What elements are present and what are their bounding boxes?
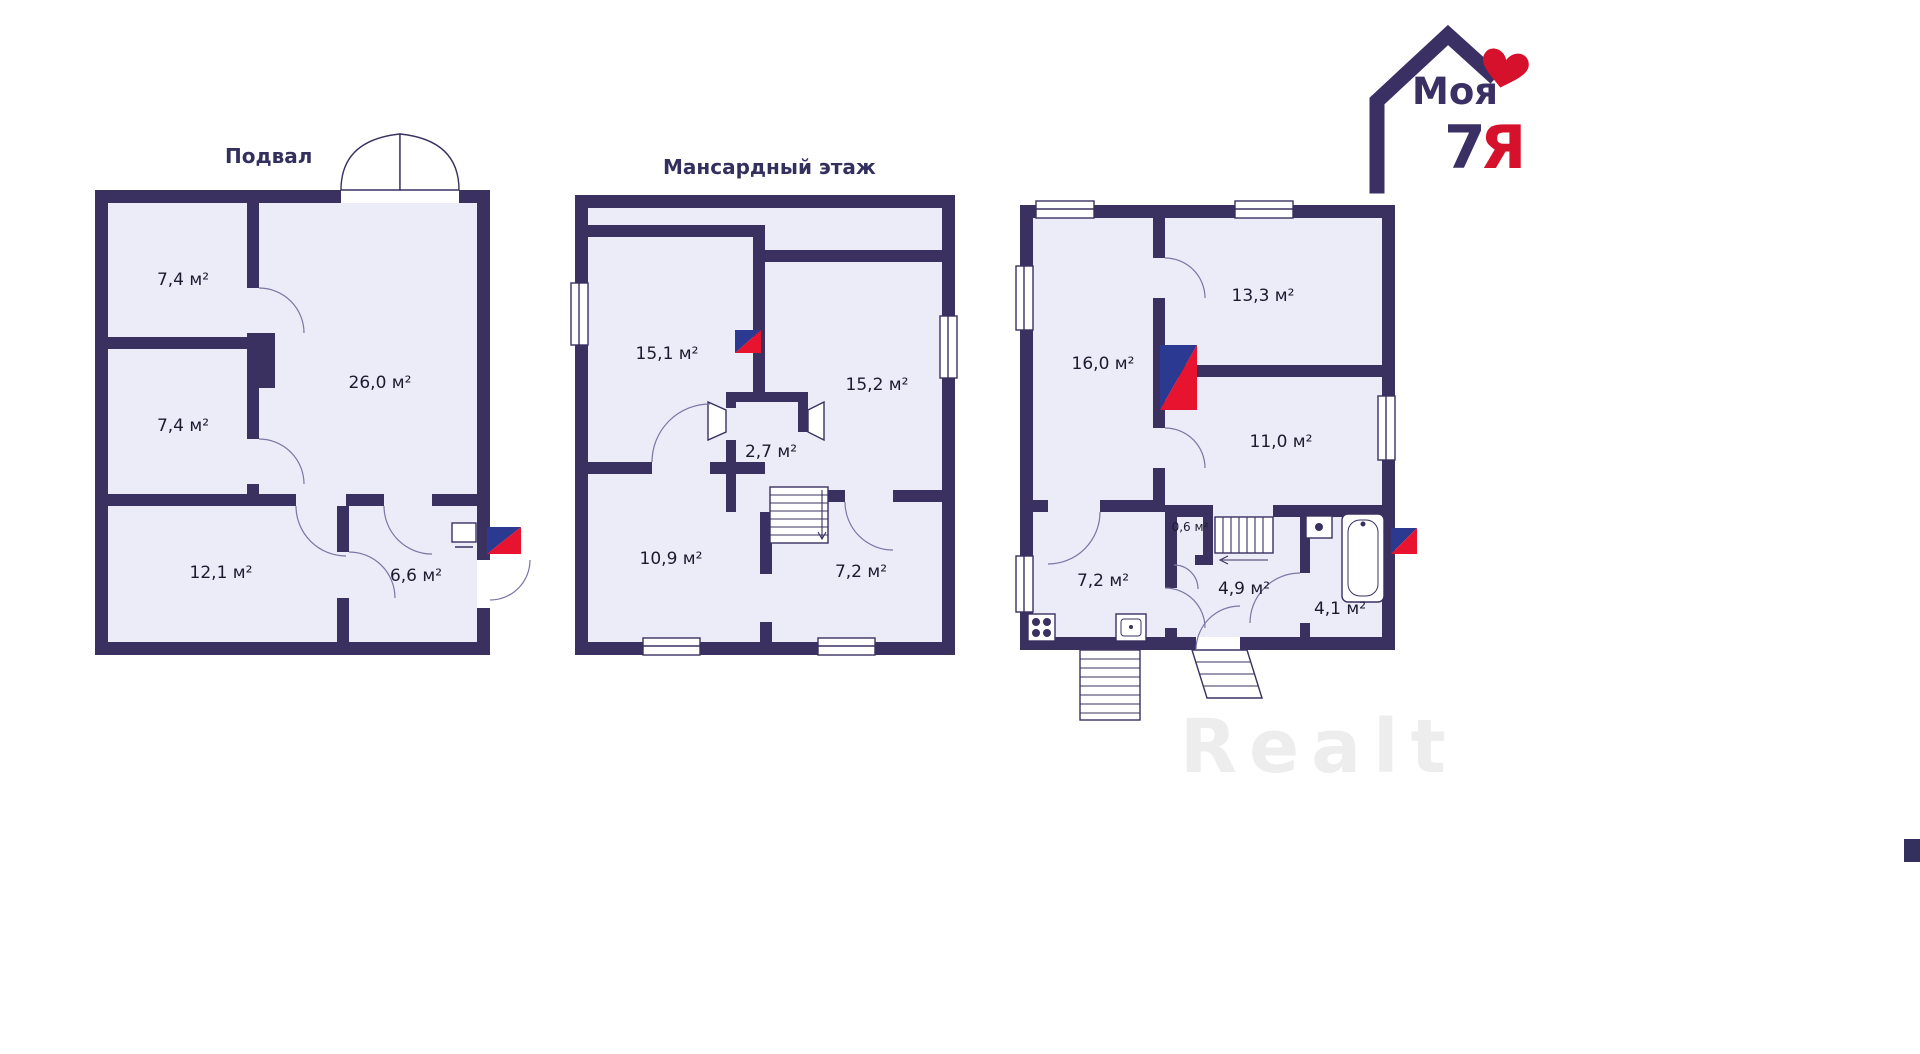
room-area-label: 11,0 м² bbox=[1250, 432, 1313, 452]
room-area-label: 26,0 м² bbox=[349, 373, 412, 393]
room-area-label: 4,9 м² bbox=[1218, 579, 1270, 599]
logo: Моя 7 Я bbox=[1369, 24, 1529, 194]
watermark: Realt bbox=[1180, 704, 1458, 790]
folding-door-leaves bbox=[707, 400, 825, 442]
room-area-label: 10,9 м² bbox=[640, 549, 703, 569]
room-area-label: 4,1 м² bbox=[1314, 599, 1366, 619]
plan-first-floor: 16,0 м² 13,3 м² 11,0 м² 0,6 м² 7,2 м² 4,… bbox=[1015, 200, 1417, 721]
window bbox=[1015, 265, 1034, 331]
basement-walls bbox=[95, 190, 490, 655]
window bbox=[1035, 200, 1095, 219]
room-area-label: 7,2 м² bbox=[835, 562, 887, 582]
location-marker-icon bbox=[1160, 345, 1197, 410]
exterior-stairs bbox=[1079, 649, 1141, 721]
logo-digit: 7 bbox=[1444, 113, 1486, 183]
window bbox=[642, 637, 701, 656]
window bbox=[1377, 395, 1396, 461]
location-marker-icon bbox=[735, 330, 761, 353]
entrance-steps bbox=[1191, 649, 1263, 699]
window bbox=[817, 637, 876, 656]
plan-basement: Подвал bbox=[95, 133, 531, 655]
window bbox=[939, 315, 958, 379]
entrance-double-door bbox=[340, 133, 460, 191]
stairs-icon bbox=[769, 486, 829, 544]
attic-walls bbox=[575, 195, 955, 655]
window bbox=[1234, 200, 1294, 219]
room-area-label: 15,2 м² bbox=[846, 375, 909, 395]
attic-door-arcs bbox=[651, 403, 894, 551]
plan-title: Мансардный этаж bbox=[663, 155, 876, 179]
room-area-label: 7,2 м² bbox=[1077, 571, 1129, 591]
logo-letter: Я bbox=[1480, 113, 1526, 183]
window bbox=[570, 282, 589, 346]
room-area-label: 7,4 м² bbox=[157, 416, 209, 436]
location-marker-icon bbox=[1391, 528, 1417, 554]
page-edge-bar bbox=[1904, 839, 1920, 862]
kitchen-sink-icon bbox=[1115, 613, 1147, 642]
window bbox=[1015, 555, 1034, 613]
logo-word: Моя bbox=[1412, 70, 1498, 113]
plan-attic: Мансардный этаж bbox=[570, 155, 958, 656]
room-area-label: 15,1 м² bbox=[636, 344, 699, 364]
room-area-label: 7,4 м² bbox=[157, 270, 209, 290]
logo-house-icon bbox=[1369, 24, 1501, 194]
first-floor-walls bbox=[1020, 205, 1395, 650]
interior-stairs-icon bbox=[1214, 516, 1274, 565]
room-area-label: 6,6 м² bbox=[390, 566, 442, 586]
stove-icon bbox=[1027, 613, 1056, 642]
location-marker-icon bbox=[487, 527, 521, 554]
logo-heart-icon bbox=[1482, 48, 1529, 88]
sink-icon bbox=[1305, 515, 1333, 539]
plan-title: Подвал bbox=[225, 144, 312, 168]
basement-door-arcs bbox=[258, 287, 531, 601]
first-floor-door-arcs bbox=[1047, 257, 1301, 651]
room-area-label: 16,0 м² bbox=[1072, 354, 1135, 374]
room-area-label: 2,7 м² bbox=[745, 442, 797, 462]
bathtub-icon bbox=[1341, 513, 1385, 603]
room-area-label: 13,3 м² bbox=[1232, 286, 1295, 306]
room-area-label: 0,6 м² bbox=[1172, 520, 1209, 534]
computer-icon bbox=[451, 522, 477, 548]
room-area-label: 12,1 м² bbox=[190, 563, 253, 583]
